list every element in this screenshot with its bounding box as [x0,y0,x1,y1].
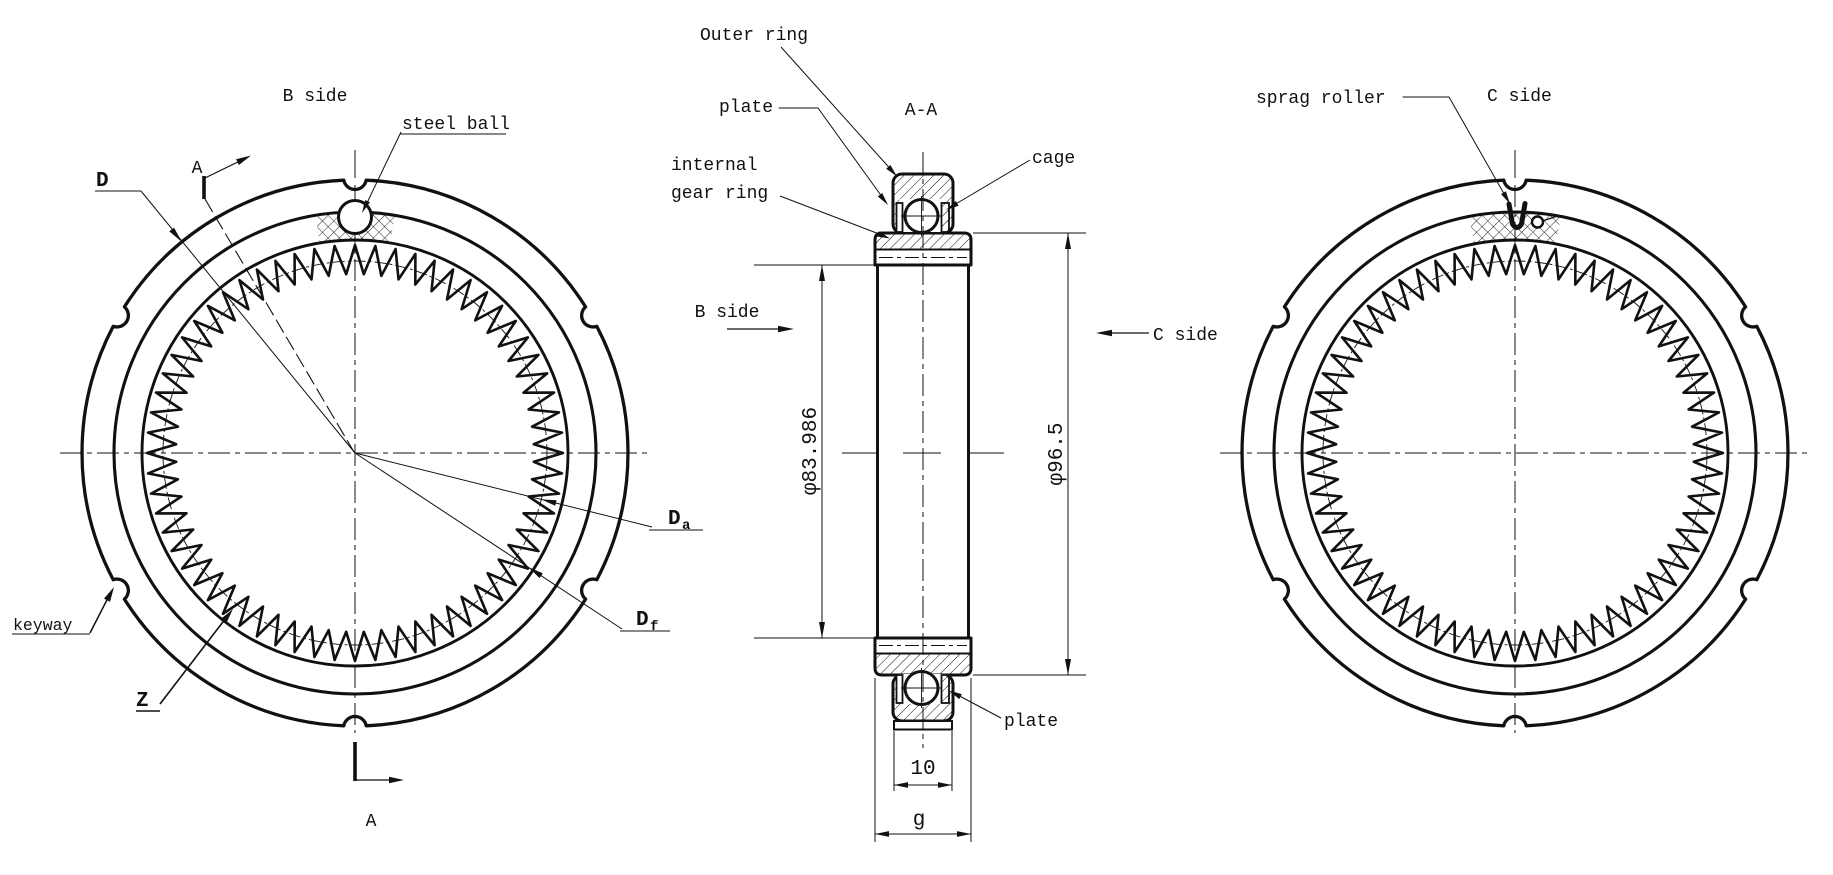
c-side-label-mid: C side [1153,326,1218,346]
section-title: A-A [905,101,938,121]
outer-circle-with-notches [80,178,630,728]
top-bearing-cage [940,202,950,233]
outer-dim-arrow-top [1065,233,1071,249]
outer-ring-label: Outer ring [700,26,808,46]
plate-bottom-label: plate [1004,712,1058,732]
sprag-roller-circle [1530,215,1545,229]
df-leader-line [354,452,623,630]
b-side-label-left: B side [283,87,348,107]
outer-dim-arrow-bottom [1065,659,1071,675]
drawing-geometry [12,46,1810,842]
sprag-element [1506,201,1528,230]
steel-ball-arrow [362,200,370,213]
outer-diameter-dimension: φ96.5 [1046,422,1069,485]
right-view-labels: sprag roller C side [1256,87,1552,109]
sprag-roller-leader [1402,96,1508,200]
bottom-bearing-plate [895,674,904,704]
width-dim-arrow-left [894,782,908,788]
internal-gear-teeth [145,243,565,663]
section-a-label-top: A [192,159,203,179]
steel-ball-leader [365,131,402,206]
bottom-bearing-cage [940,674,950,704]
internal-gear-ring-label-line2: gear ring [671,184,768,204]
sprag-roller-arrow [1501,191,1510,204]
c-side-label-right: C side [1487,87,1552,107]
plate-bottom-arrow [949,690,962,700]
df-diameter-label: D [636,609,649,632]
d-leader-arrow [169,227,182,242]
z-arrow [220,609,233,624]
internal-gear-teeth [1305,243,1725,663]
left-view-pitch-circle [162,260,548,646]
section-arrow-bottom [389,776,404,784]
width-dimension: 10 [910,758,935,781]
outer-ring-leader [780,46,895,174]
z-leader [159,613,230,705]
outer-ring-arrow [886,165,897,177]
top-bearing-plate [895,202,904,233]
d-diameter-label: D [96,170,109,193]
left-view-race-inner-circle [140,238,570,668]
z-teeth-label: Z [136,690,149,713]
keyway-arrow [104,587,114,602]
cage-label: cage [1032,149,1075,169]
da-diameter-subscript: a [682,518,691,534]
right-view-race-outer-circle [1272,210,1758,696]
cage-arrow [946,201,959,210]
outer-circle-with-notches [1240,178,1790,728]
g-dim-arrow-right [957,831,971,837]
cage-leader [948,159,1031,209]
section-cut-diagonal [204,198,355,453]
internal-gear-ring-leader [779,195,888,238]
g-dim-arrow-left [875,831,889,837]
df-leader-arrow [528,567,543,579]
section-view-labels: Outer ring plate internal gear ring A-A … [671,26,1218,832]
steel-ball-label: steel ball [402,115,510,135]
c-side-arrow [1096,329,1112,337]
section-a-label-bottom: A [366,812,377,832]
sprag-roller-label: sprag roller [1256,89,1386,109]
section-arrow-top [236,155,251,165]
da-diameter-label: D [668,508,681,531]
b-side-arrow [778,325,794,333]
keyway-label: keyway [13,616,73,635]
df-diameter-subscript: f [650,619,658,635]
internal-gear-ring-arrow [876,231,890,239]
width-dim-arrow-right [938,782,952,788]
da-leader-line [354,452,653,528]
g-dimension: g [913,809,926,832]
sprag-roller-tail [1543,215,1557,222]
left-view-labels: B side steel ball D A keyway Z D a D f A [13,87,691,832]
plate-top-label: plate [719,98,773,118]
bore-diameter-dimension: φ83.986 [800,407,823,495]
bore-dim-arrow-bottom [819,622,825,638]
right-view-pitch-circle [1322,260,1708,646]
bore-dim-arrow-top [819,265,825,281]
right-view-race-inner-circle [1300,238,1730,668]
plate-top-leader [778,107,886,202]
plate-top-arrow [877,193,888,205]
da-leader-arrow [541,499,557,506]
b-side-label-mid: B side [695,303,760,323]
internal-gear-ring-label-line1: internal [671,156,757,176]
